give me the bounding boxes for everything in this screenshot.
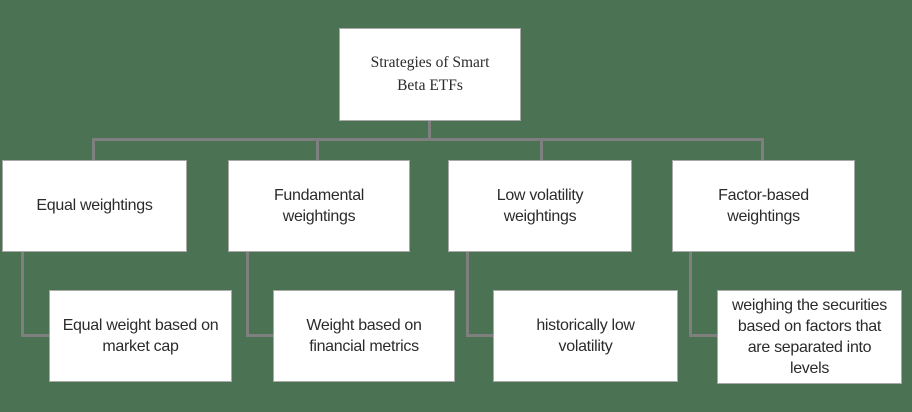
node-factor-based-weightings: Factor-based weightings: [672, 160, 855, 252]
connector-elbow-3: [466, 252, 495, 337]
node-label: weighing the securities based on factors…: [732, 296, 887, 378]
node-weighing-securities-levels: weighing the securities based on factors…: [717, 290, 902, 384]
node-equal-weightings: Equal weightings: [2, 160, 187, 252]
connector-crossbar: [92, 138, 764, 141]
node-fundamental-weightings: Fundamental weightings: [228, 160, 410, 252]
node-weight-financial-metrics: Weight based on financial metrics: [273, 290, 455, 382]
node-label: Factor-based weightings: [718, 186, 809, 225]
connector-elbow-2: [246, 252, 275, 337]
connector-drop-1: [92, 138, 95, 162]
node-label: Weight based on financial metrics: [306, 316, 422, 355]
node-root-strategies: Strategies of Smart Beta ETFs: [339, 28, 521, 121]
node-label: Fundamental weightings: [273, 186, 365, 225]
node-label: Low volatility weightings: [496, 186, 584, 225]
node-historically-low-volatility: historically low volatility: [493, 290, 678, 382]
connector-drop-4: [761, 138, 764, 162]
node-label: Equal weight based on market cap: [62, 316, 219, 355]
node-root-label: Strategies of Smart Beta ETFs: [370, 53, 490, 94]
connector-drop-2: [316, 138, 319, 162]
connector-trunk: [428, 121, 431, 139]
node-label: historically low volatility: [536, 316, 635, 355]
connector-drop-3: [540, 138, 543, 162]
node-label: Equal weightings: [36, 197, 153, 215]
connector-elbow-1: [21, 252, 51, 337]
node-low-volatility-weightings: Low volatility weightings: [448, 160, 632, 252]
connector-elbow-4: [689, 252, 719, 337]
node-equal-weight-market-cap: Equal weight based on market cap: [49, 290, 232, 382]
